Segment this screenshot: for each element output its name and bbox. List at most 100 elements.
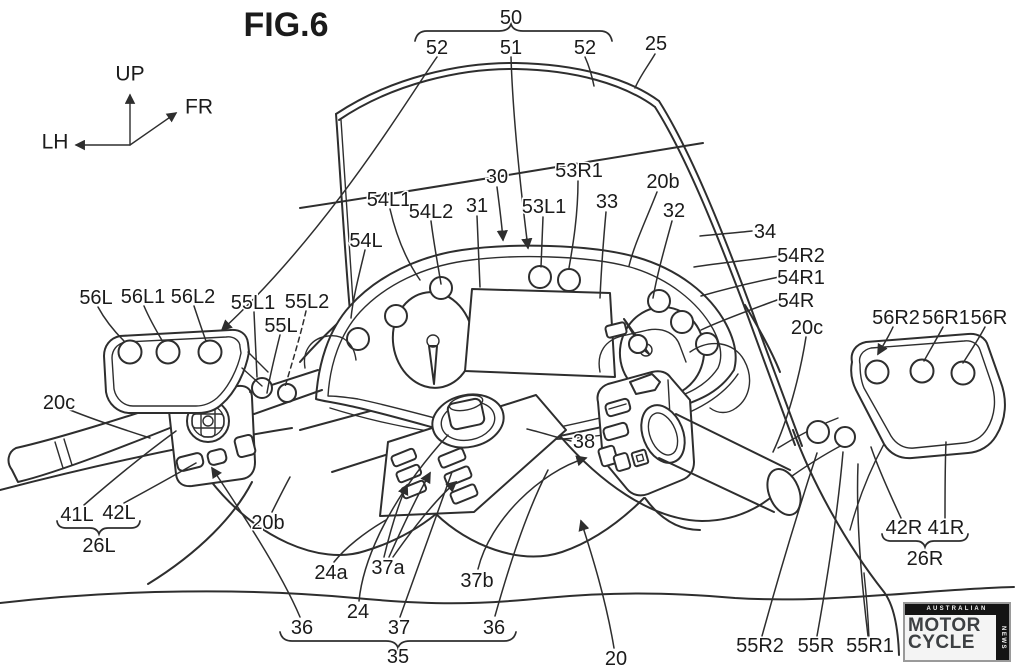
ref-label-20: 20 bbox=[605, 648, 627, 670]
ref-label-56r1: 56R1 bbox=[922, 307, 970, 329]
ref-label-54l: 54L bbox=[349, 230, 382, 252]
ref-label-32: 32 bbox=[663, 200, 685, 222]
ref-label-42l: 42L bbox=[102, 502, 135, 524]
guard-button bbox=[155, 339, 181, 365]
key-knob bbox=[446, 397, 486, 431]
right-pod-button bbox=[604, 397, 632, 418]
ref-label-54r2: 54R2 bbox=[777, 245, 825, 267]
ref-label-24: 24 bbox=[347, 601, 369, 623]
ref-label-37a: 37a bbox=[371, 557, 405, 579]
logo-side-bar: NEWS bbox=[996, 615, 1009, 660]
brace-26R bbox=[881, 533, 969, 550]
guard-button bbox=[117, 339, 143, 365]
logo-word-cycle: CYCLE bbox=[908, 632, 975, 654]
indicator-lamp bbox=[429, 276, 453, 300]
bar-clamp-bolt bbox=[806, 420, 830, 444]
front-arrow-icon bbox=[129, 112, 178, 146]
ref-label-30: 30 bbox=[486, 166, 508, 188]
guard-button bbox=[864, 359, 890, 385]
left-gauge-needle bbox=[428, 345, 438, 385]
fairing-lines bbox=[0, 142, 1015, 656]
ref-label-42r: 42R bbox=[886, 517, 923, 539]
logo-main-text: MOTOR CYCLE bbox=[905, 615, 996, 660]
ref-label-52: 52 bbox=[574, 37, 596, 59]
ref-label-fr: FR bbox=[185, 95, 213, 118]
left-grip bbox=[7, 393, 201, 483]
indicator-lamp bbox=[670, 310, 694, 334]
console-panel bbox=[379, 394, 567, 517]
ref-label-50: 50 bbox=[500, 7, 522, 29]
ref-label-54l2: 54L2 bbox=[409, 201, 454, 223]
ref-label-34: 34 bbox=[754, 221, 776, 243]
reference-braces bbox=[56, 20, 969, 652]
logo-word-motor: MOTOR bbox=[908, 615, 981, 636]
ref-label-54r: 54R bbox=[778, 290, 815, 312]
ref-label-20b: 20b bbox=[251, 512, 284, 534]
leader-lines bbox=[69, 53, 986, 649]
bar-clamp-bolt bbox=[277, 383, 297, 403]
ref-label-55r1: 55R1 bbox=[846, 635, 894, 657]
console-buttons bbox=[390, 447, 479, 505]
guard-button bbox=[909, 358, 935, 384]
ref-label-35: 35 bbox=[387, 646, 409, 668]
ref-label-36: 36 bbox=[483, 617, 505, 639]
ref-label-20c: 20c bbox=[43, 392, 75, 414]
ref-label-51: 51 bbox=[500, 37, 522, 59]
ref-label-24a: 24a bbox=[314, 562, 348, 584]
windshield bbox=[335, 61, 803, 447]
indicator-lamp bbox=[346, 327, 370, 351]
ref-label-37: 37 bbox=[388, 617, 410, 639]
ref-label-55l1: 55L1 bbox=[231, 292, 276, 314]
artwork bbox=[0, 61, 1015, 656]
guard-button bbox=[197, 339, 223, 365]
ref-label-55r: 55R bbox=[798, 635, 835, 657]
ref-label-55l: 55L bbox=[264, 315, 297, 337]
ref-label-33: 33 bbox=[596, 191, 618, 213]
ref-label-52: 52 bbox=[426, 37, 448, 59]
right-pod-button bbox=[602, 421, 630, 442]
indicator-lamp bbox=[557, 268, 581, 292]
ref-label-up: UP bbox=[115, 62, 144, 85]
ref-label-55r2: 55R2 bbox=[736, 635, 784, 657]
right-pod-button bbox=[612, 452, 632, 472]
indicator-lamp bbox=[647, 289, 671, 313]
ref-label-56r2: 56R2 bbox=[872, 307, 920, 329]
bar-clamp-bolt bbox=[834, 426, 856, 448]
guard-button bbox=[950, 360, 976, 386]
left-pod-button bbox=[175, 452, 205, 472]
ref-label-20b: 20b bbox=[646, 171, 679, 193]
ref-label-38: 38 bbox=[573, 431, 595, 453]
kill-switch bbox=[629, 373, 661, 395]
ref-label-25: 25 bbox=[645, 33, 667, 55]
ref-label-54l1: 54L1 bbox=[367, 189, 412, 211]
ref-label-36: 36 bbox=[291, 617, 313, 639]
ref-label-54r1: 54R1 bbox=[777, 267, 825, 289]
ref-label-55l2: 55L2 bbox=[285, 291, 330, 313]
right-pod-button bbox=[597, 444, 619, 468]
indicator-lamp bbox=[384, 304, 408, 328]
logo-top-text: AUSTRALIAN bbox=[905, 604, 1009, 615]
watermark-logo: AUSTRALIAN MOTOR CYCLE NEWS bbox=[903, 602, 1011, 662]
brace-26L bbox=[56, 520, 141, 537]
orientation-axes bbox=[74, 93, 178, 151]
ref-label-56l1: 56L1 bbox=[121, 286, 166, 308]
right-guard-pod bbox=[849, 332, 1006, 531]
right-switch-pod bbox=[596, 321, 856, 516]
right-grip-end bbox=[766, 468, 802, 516]
lcd-display bbox=[464, 288, 616, 378]
ref-label-41r: 41R bbox=[928, 517, 965, 539]
ignition-console bbox=[379, 393, 567, 517]
ref-label-53l1: 53L1 bbox=[522, 196, 567, 218]
ref-label-56l: 56L bbox=[79, 287, 112, 309]
ref-label-37b: 37b bbox=[460, 570, 493, 592]
ref-label-56l2: 56L2 bbox=[171, 286, 216, 308]
ref-label-53r1: 53R1 bbox=[555, 160, 603, 182]
ref-label-56r: 56R bbox=[971, 307, 1008, 329]
indicator-lamp bbox=[528, 265, 552, 289]
grip-flange bbox=[640, 404, 686, 464]
ref-label-20c: 20c bbox=[791, 317, 823, 339]
brace-50 bbox=[414, 20, 613, 42]
logo-side-text: NEWS bbox=[999, 625, 1006, 650]
